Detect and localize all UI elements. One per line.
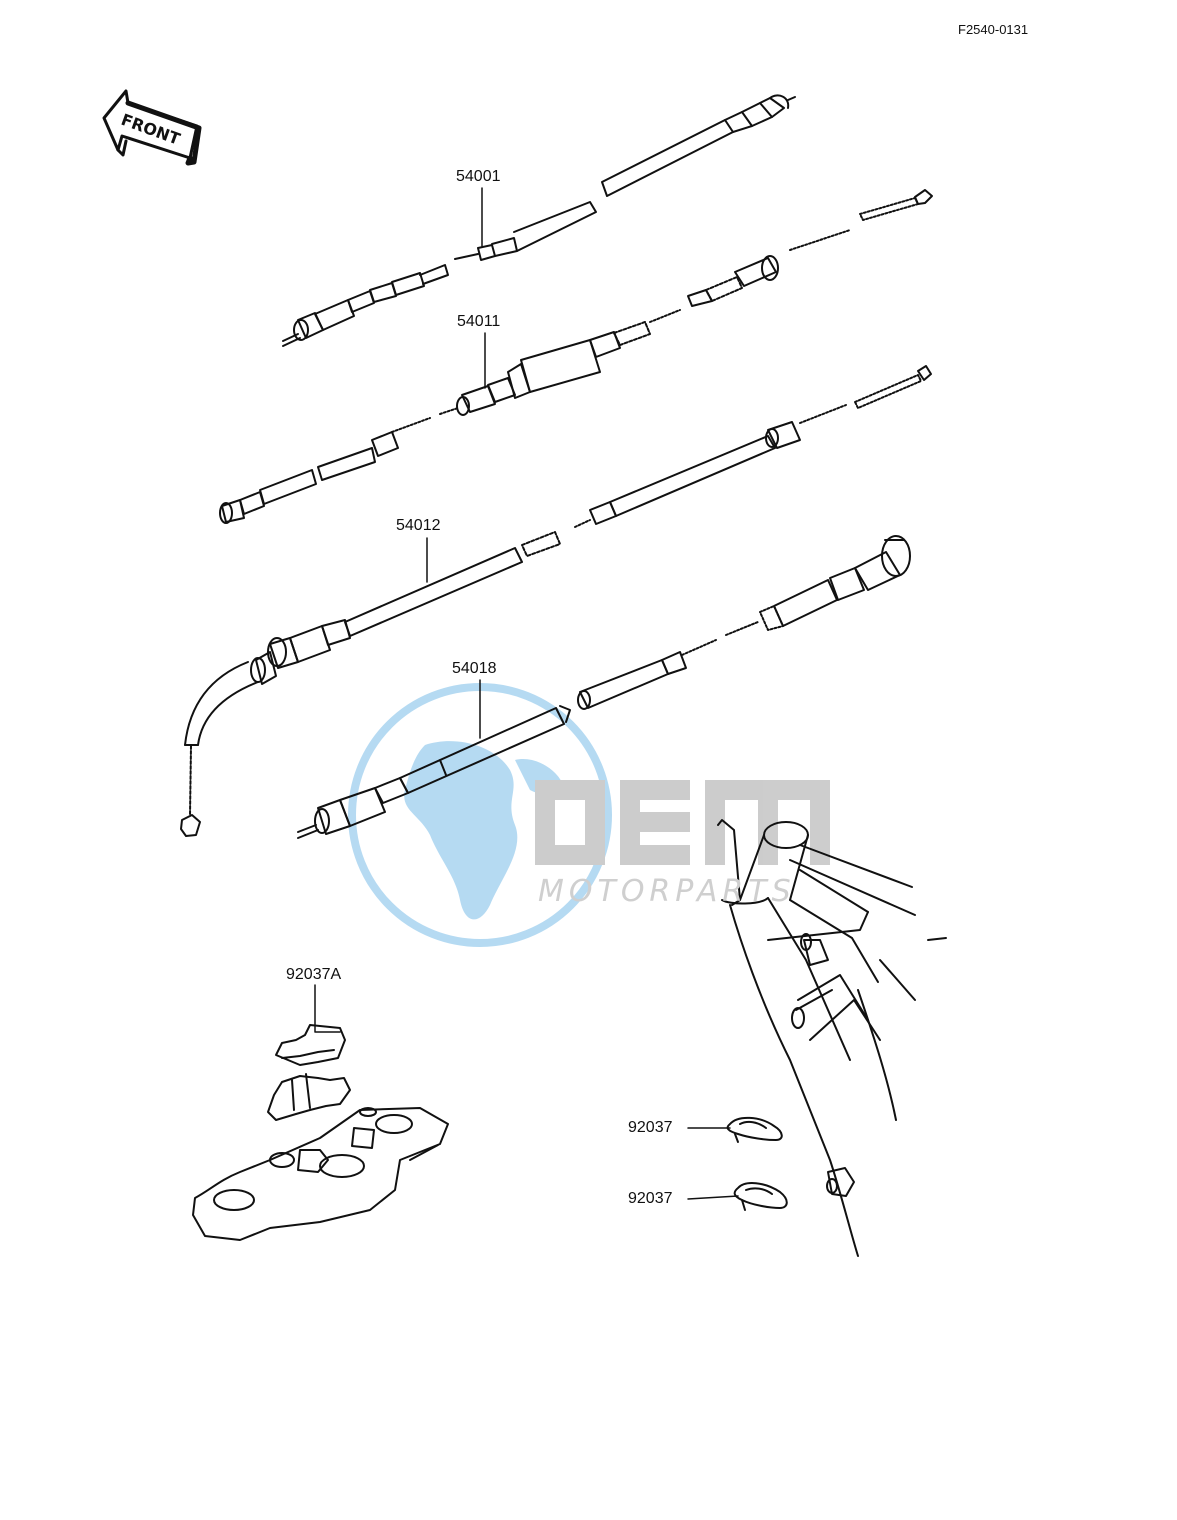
- part-label-54012[interactable]: 54012: [396, 517, 441, 534]
- part-label-54001[interactable]: 54001: [456, 168, 501, 185]
- diagram-reference-code: F2540-0131: [958, 22, 1029, 37]
- clamp-92037A: [267, 1024, 351, 1121]
- top-bracket-drawing: [192, 1107, 449, 1241]
- part-label-92037-upper[interactable]: 92037: [628, 1119, 673, 1136]
- part-label-54018[interactable]: 54018: [452, 660, 497, 677]
- cable-54018: [297, 535, 911, 839]
- watermark-subtitle: MOTORPARTS: [538, 874, 796, 909]
- oem-motorparts-watermark: [348, 683, 830, 947]
- clamp-92037-upper: [726, 1116, 783, 1143]
- cable-54011: [219, 189, 933, 524]
- cable-54012: [180, 365, 932, 837]
- watermark-letters: [535, 780, 830, 865]
- cable-54001: [282, 94, 796, 347]
- part-label-54011[interactable]: 54011: [457, 313, 501, 330]
- watermark-continents-icon: [404, 741, 518, 920]
- part-label-92037A[interactable]: 92037A: [286, 966, 342, 983]
- frame-drawing: [717, 819, 947, 1257]
- front-arrow-icon: [102, 89, 202, 166]
- leader-lines: [314, 187, 739, 1200]
- clamp-92037-lower: [733, 1182, 788, 1211]
- part-label-92037-lower[interactable]: 92037: [628, 1190, 673, 1207]
